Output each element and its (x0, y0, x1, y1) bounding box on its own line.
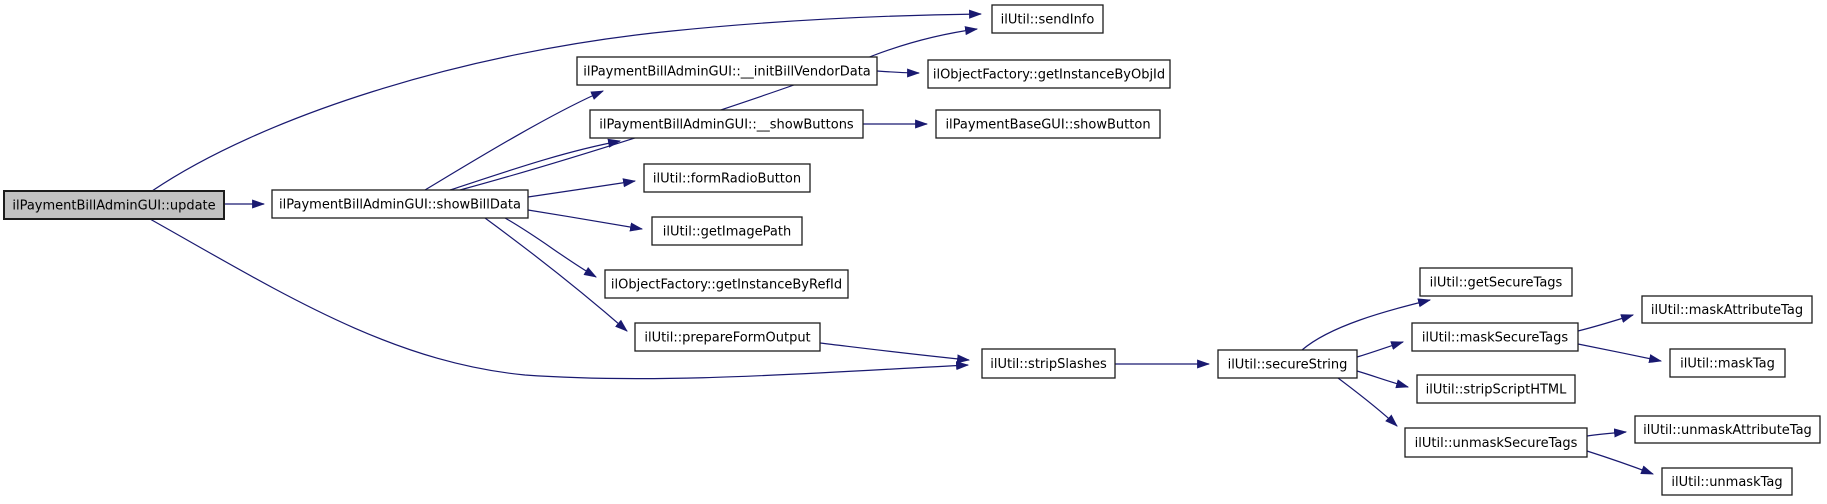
node-label-stripSlashes: ilUtil::stripSlashes (990, 357, 1107, 372)
edge-showBillData--showButtons (449, 138, 622, 191)
edge-update--stripSlashes (149, 218, 970, 380)
node-initBillVendorData[interactable]: ilPaymentBillAdminGUI::__initBillVendorD… (576, 56, 878, 86)
node-update[interactable]: ilPaymentBillAdminGUI::update (3, 190, 225, 220)
edge-update--sendInfo (151, 9, 983, 192)
node-box-showButtons[interactable] (589, 109, 864, 139)
node-box-maskTag[interactable] (1669, 348, 1786, 378)
node-box-getSecureTags[interactable] (1419, 267, 1573, 297)
node-box-unmaskSecureTags[interactable] (1404, 427, 1588, 458)
node-maskSecureTags[interactable]: ilUtil::maskSecureTags (1411, 322, 1579, 352)
node-label-secureString: ilUtil::secureString (1228, 358, 1348, 373)
node-label-sendInfo: ilUtil::sendInfo (1001, 13, 1095, 28)
edge-showBillData--getImagePath (527, 209, 644, 232)
node-showButton[interactable]: ilPaymentBaseGUI::showButton (935, 109, 1161, 139)
node-label-prepareFormOutput: ilUtil::prepareFormOutput (644, 331, 810, 346)
node-label-getInstanceByObjId: ilObjectFactory::getInstanceByObjId (933, 68, 1165, 83)
node-getImagePath[interactable]: ilUtil::getImagePath (651, 216, 803, 246)
node-showBillData[interactable]: ilPaymentBillAdminGUI::showBillData (271, 189, 529, 219)
node-box-initBillVendorData[interactable] (576, 56, 878, 86)
node-box-secureString[interactable] (1217, 349, 1358, 379)
node-label-maskSecureTags: ilUtil::maskSecureTags (1422, 331, 1568, 346)
node-box-stripScriptHTML[interactable] (1416, 374, 1576, 404)
edge-unmaskSecureTags--unmaskTag (1586, 450, 1655, 475)
node-label-maskAttributeTag: ilUtil::maskAttributeTag (1651, 303, 1803, 318)
edge-prepareFormOutput--stripSlashes (819, 342, 971, 364)
edge-maskSecureTags--maskTag (1577, 343, 1663, 364)
node-getInstanceByRefId[interactable]: ilObjectFactory::getInstanceByRefId (604, 269, 849, 299)
edge-showBillData--prepareFormOutput (484, 217, 628, 332)
node-stripScriptHTML[interactable]: ilUtil::stripScriptHTML (1416, 374, 1576, 404)
node-label-update: ilPaymentBillAdminGUI::update (12, 199, 215, 214)
node-label-formRadioButton: ilUtil::formRadioButton (653, 172, 801, 187)
node-box-getImagePath[interactable] (651, 216, 803, 246)
node-label-unmaskTag: ilUtil::unmaskTag (1671, 475, 1782, 490)
node-box-update[interactable] (3, 190, 225, 220)
node-label-getSecureTags: ilUtil::getSecureTags (1430, 276, 1563, 291)
node-box-unmaskTag[interactable] (1661, 467, 1793, 496)
edge-secureString--getSecureTags (1301, 298, 1432, 351)
edge-secureString--maskSecureTags (1356, 341, 1405, 358)
node-label-initBillVendorData: ilPaymentBillAdminGUI::__initBillVendorD… (583, 65, 871, 80)
node-maskAttributeTag[interactable]: ilUtil::maskAttributeTag (1641, 295, 1813, 324)
node-box-showButton[interactable] (935, 109, 1161, 139)
node-box-getInstanceByRefId[interactable] (604, 269, 849, 299)
node-unmaskAttributeTag[interactable]: ilUtil::unmaskAttributeTag (1634, 415, 1821, 444)
node-showButtons[interactable]: ilPaymentBillAdminGUI::__showButtons (589, 109, 864, 139)
node-box-maskAttributeTag[interactable] (1641, 295, 1813, 324)
edge-secureString--stripScriptHTML (1356, 370, 1410, 389)
node-sendInfo[interactable]: ilUtil::sendInfo (991, 4, 1104, 34)
edge-unmaskSecureTags--unmaskAttributeTag (1586, 428, 1628, 438)
edges-layer (149, 9, 1663, 475)
edge-maskSecureTags--maskAttributeTag (1577, 314, 1635, 332)
node-label-unmaskAttributeTag: ilUtil::unmaskAttributeTag (1643, 423, 1812, 438)
node-label-getImagePath: ilUtil::getImagePath (663, 225, 791, 240)
node-formRadioButton[interactable]: ilUtil::formRadioButton (643, 163, 811, 193)
nodes-layer: ilPaymentBillAdminGUI::update ilPaymentBi… (3, 4, 1821, 496)
node-label-stripScriptHTML: ilUtil::stripScriptHTML (1426, 383, 1568, 398)
edge-showBillData--formRadioButton (527, 178, 637, 198)
node-label-showButtons: ilPaymentBillAdminGUI::__showButtons (599, 118, 854, 133)
node-unmaskTag[interactable]: ilUtil::unmaskTag (1661, 467, 1793, 496)
edge-secureString--unmaskSecureTags (1337, 377, 1398, 427)
node-getInstanceByObjId[interactable]: ilObjectFactory::getInstanceByObjId (927, 59, 1171, 89)
node-secureString[interactable]: ilUtil::secureString (1217, 349, 1358, 379)
node-label-unmaskSecureTags: ilUtil::unmaskSecureTags (1415, 436, 1578, 451)
edge-initBillVendorData--getInstanceByObjId (876, 68, 921, 78)
node-maskTag[interactable]: ilUtil::maskTag (1669, 348, 1786, 378)
node-box-formRadioButton[interactable] (643, 163, 811, 193)
node-box-maskSecureTags[interactable] (1411, 322, 1579, 352)
node-getSecureTags[interactable]: ilUtil::getSecureTags (1419, 267, 1573, 297)
node-box-sendInfo[interactable] (991, 4, 1104, 34)
node-box-prepareFormOutput[interactable] (634, 322, 821, 352)
node-prepareFormOutput[interactable]: ilUtil::prepareFormOutput (634, 322, 821, 352)
node-label-showButton: ilPaymentBaseGUI::showButton (945, 118, 1150, 133)
node-box-showBillData[interactable] (271, 189, 529, 219)
node-label-showBillData: ilPaymentBillAdminGUI::showBillData (279, 198, 521, 213)
node-label-maskTag: ilUtil::maskTag (1680, 357, 1775, 372)
node-box-getInstanceByObjId[interactable] (927, 59, 1171, 89)
node-box-unmaskAttributeTag[interactable] (1634, 415, 1821, 444)
node-stripSlashes[interactable]: ilUtil::stripSlashes (981, 348, 1116, 379)
node-unmaskSecureTags[interactable]: ilUtil::unmaskSecureTags (1404, 427, 1588, 458)
edge-showBillData--initBillVendorData (424, 90, 604, 191)
node-label-getInstanceByRefId: ilObjectFactory::getInstanceByRefId (611, 278, 842, 293)
edge-showBillData--getInstanceByRefId (504, 217, 597, 278)
node-box-stripSlashes[interactable] (981, 348, 1116, 379)
